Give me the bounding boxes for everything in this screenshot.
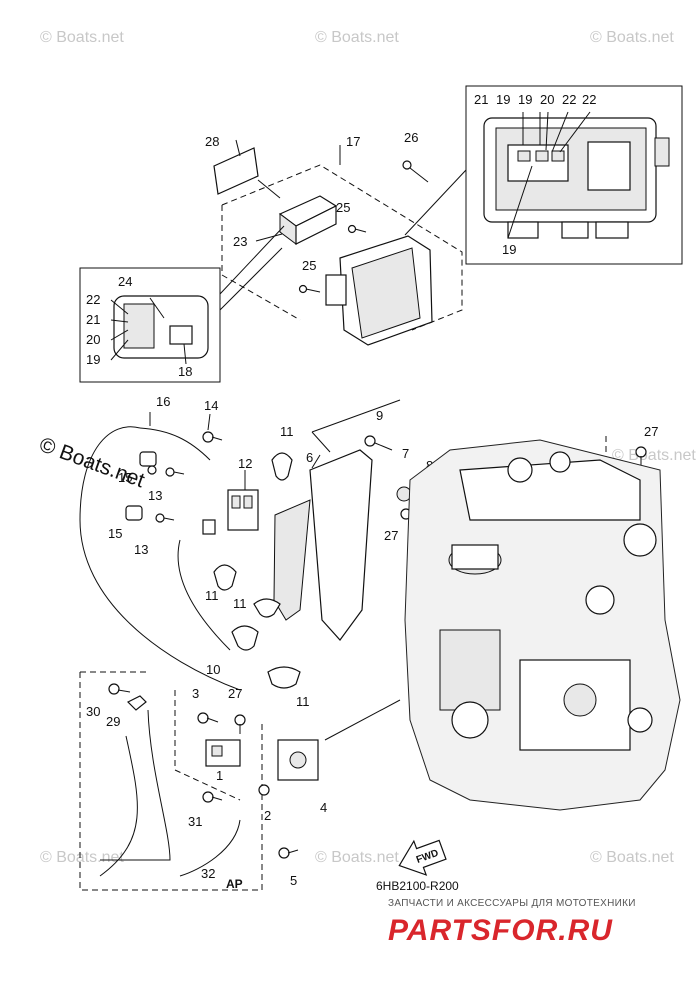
callout-19-inset-right-2: 19 [518,92,532,107]
callout-23: 23 [233,234,247,249]
callout-21-inset-right: 21 [474,92,488,107]
clamp-11-top [271,452,293,481]
callout-7: 7 [402,446,409,461]
label-sheet-28 [213,147,259,195]
bolt-31 [202,791,223,803]
watermark-top-right: © Boats.net [590,29,674,46]
shop-logo: PARTSFOR.RU [388,914,613,947]
callout-11-mid: 11 [205,588,219,603]
callout-26: 26 [404,130,418,145]
bolt-30 [108,683,131,695]
watermark-bottom-left: © Boats.net [40,849,124,866]
callout-27-lower: 27 [228,686,242,701]
clip-15-upper [139,451,157,475]
fwd-arrow: FWD [398,839,447,876]
callout-3: 3 [192,686,199,701]
callout-11-low: 11 [233,596,247,611]
bolt-25-upper [347,224,367,234]
wire-16 [79,426,241,691]
bolt-13-upper [165,467,185,477]
callout-19-inset-left: 19 [86,352,100,367]
bolt-26 [402,160,429,183]
callout-22-inset-right-2: 22 [582,92,596,107]
callout-14: 14 [204,398,218,413]
bolt-27-lower [234,714,246,734]
callout-24: 24 [118,274,132,289]
cover-23 [278,195,338,245]
callout-15-lower: 15 [108,526,122,541]
callout-25-lower: 25 [302,258,316,273]
callout-2: 2 [264,808,271,823]
clip-15-lower [125,505,143,521]
callout-5: 5 [290,873,297,888]
shop-subtitle: ЗАПЧАСТИ И АКСЕССУАРЫ ДЛЯ МОТОТЕХНИКИ [388,898,636,909]
bolt-25-lower [298,284,321,294]
callout-17: 17 [346,134,360,149]
callout-20-inset-left: 20 [86,332,100,347]
ecu-detail-inset [465,85,683,265]
callout-9: 9 [376,408,383,423]
bolt-3 [197,712,219,724]
relay-4 [277,739,319,781]
callout-29: 29 [106,714,120,729]
callout-13-upper: 13 [148,488,162,503]
callout-31: 31 [188,814,202,829]
bolt-9 [364,435,393,451]
bolt-13-lower [155,513,175,523]
watermark-top-left: © Boats.net [40,29,124,46]
bracket-6 [273,449,373,641]
terminal-29 [126,695,147,711]
ecu-unit [325,235,433,346]
callout-10: 10 [206,662,220,677]
diagram-code: 6HB2100-R200 [376,879,459,893]
callout-19-inset-right: 19 [496,92,510,107]
callout-20-inset-right: 20 [540,92,554,107]
clamp-11-bottom [267,666,301,689]
engine-block [404,439,681,811]
callout-21-inset-left: 21 [86,312,100,327]
watermark-top-center: © Boats.net [315,29,399,46]
clamp-10 [231,625,259,651]
cover-detail-inset [79,267,221,383]
watermark-right: © Boats.net [612,447,696,464]
ap-label: AP [226,877,243,891]
watermark-bottom-right: © Boats.net [590,849,674,866]
battery-cable-32 [100,709,171,861]
relay-12 [202,489,259,535]
callout-30: 30 [86,704,100,719]
callout-6: 6 [306,450,313,465]
callout-12: 12 [238,456,252,471]
callout-18: 18 [178,364,192,379]
callout-22-inset-right: 22 [562,92,576,107]
bolt-14 [202,431,223,443]
callout-19-inset-right-bottom: 19 [502,242,516,257]
bolt-5 [278,847,299,859]
clamp-11-low [253,598,281,618]
callout-28: 28 [205,134,219,149]
callout-27-right: 27 [644,424,658,439]
callout-11-top: 11 [280,424,294,439]
bolt-2 [258,784,270,796]
clamp-11-mid [213,564,237,591]
callout-27-mid: 27 [384,528,398,543]
callout-25-upper: 25 [336,200,350,215]
relay-1 [205,739,241,767]
callout-4: 4 [320,800,327,815]
callout-16: 16 [156,394,170,409]
watermark-bottom-center: © Boats.net [315,849,399,866]
callout-32: 32 [201,866,215,881]
callout-22-inset-left: 22 [86,292,100,307]
callout-1: 1 [216,768,223,783]
callout-11-bottom: 11 [296,694,310,709]
callout-15-upper: 15 [118,470,132,485]
callout-13-lower: 13 [134,542,148,557]
